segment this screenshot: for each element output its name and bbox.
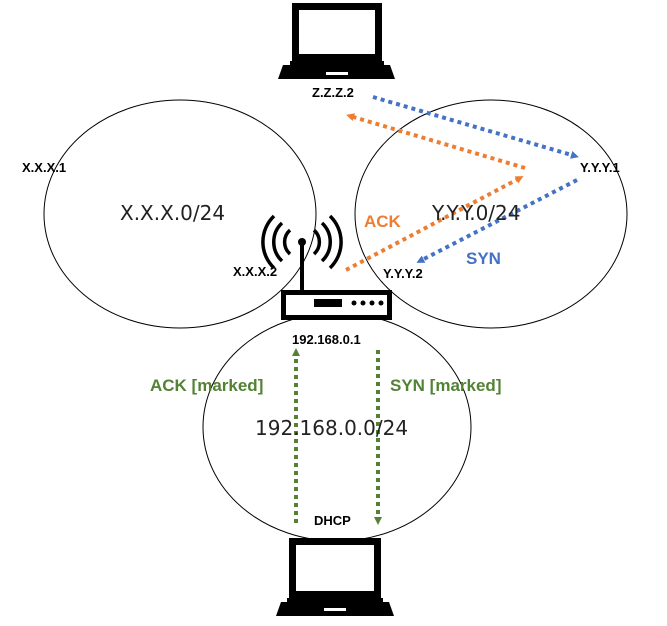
network-label-right: Y.Y.Y.0/24 xyxy=(432,201,521,225)
dhcp-label: DHCP xyxy=(314,513,351,528)
laptop-icon xyxy=(278,3,395,79)
node-label-yyy2: Y.Y.Y.2 xyxy=(383,266,423,281)
network-label-bottom: 192.168.0.0/24 xyxy=(255,416,409,440)
syn-marked-label: SYN [marked] xyxy=(390,376,502,395)
ack-label: ACK xyxy=(364,212,401,231)
syn-arrow-zzz2-to-yyy1 xyxy=(372,95,579,159)
node-label-xxx2: X.X.X.2 xyxy=(233,264,278,279)
node-label-yyy1: Y.Y.Y.1 xyxy=(580,160,620,175)
syn-arrow-yyy1-to-yyy2 xyxy=(416,178,578,263)
network-ellipse-right xyxy=(354,99,628,329)
wifi-router-icon xyxy=(261,214,392,320)
laptop-icon xyxy=(276,538,394,616)
ack-arrow-yyy1-to-zzz2 xyxy=(346,113,526,170)
syn-label: SYN xyxy=(466,249,501,268)
network-ellipse-left xyxy=(43,99,317,329)
network-label-left: X.X.X.0/24 xyxy=(120,201,226,225)
ack-arrow-router-to-yyy1 xyxy=(345,176,524,272)
node-label-xxx1: X.X.X.1 xyxy=(22,160,67,175)
ack-marked-label: ACK [marked] xyxy=(150,376,264,395)
node-label-zzz2: Z.Z.Z.2 xyxy=(312,85,354,100)
router-ip-label: 192.168.0.1 xyxy=(292,332,361,347)
